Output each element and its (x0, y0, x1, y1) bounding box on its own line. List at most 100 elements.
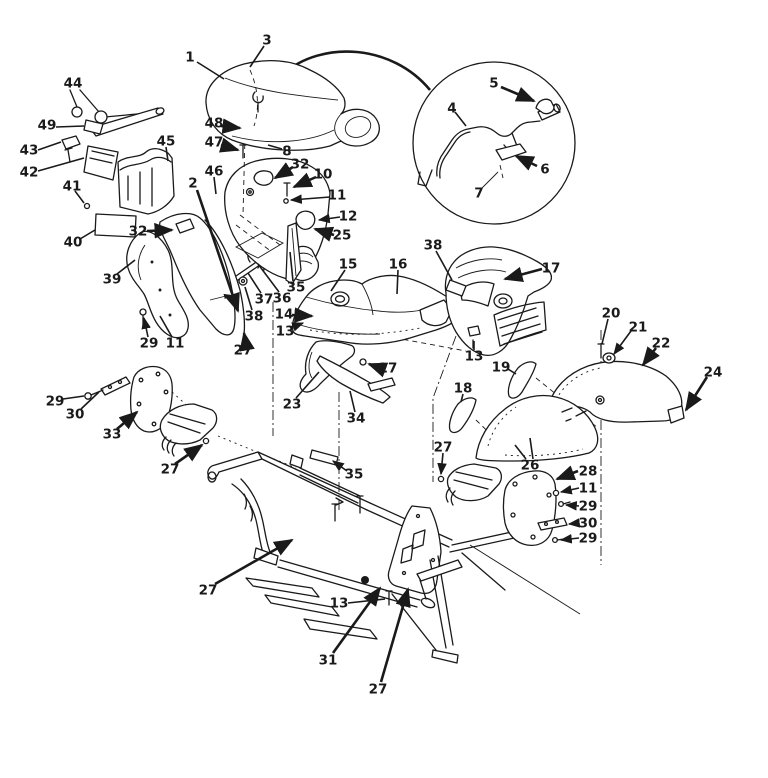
callout-36: 36 (273, 291, 292, 307)
callout-25: 25 (333, 228, 352, 244)
callout-37: 37 (255, 292, 274, 308)
filler-cap (331, 292, 349, 306)
callout-13: 13 (330, 596, 349, 612)
callout-49: 49 (38, 118, 57, 134)
washer-38 (239, 277, 247, 285)
callout-28: 28 (579, 464, 598, 480)
callout-11: 11 (579, 481, 598, 497)
callout-8: 8 (282, 144, 291, 160)
callout-42: 42 (20, 165, 39, 181)
callout-44: 44 (64, 76, 83, 92)
callout-43: 43 (20, 143, 39, 159)
leader-lines (38, 46, 707, 682)
rear-fender-group (449, 344, 684, 461)
bolt-11 (553, 490, 558, 495)
screw-29 (85, 393, 91, 399)
cab-panel-group (420, 247, 551, 355)
callout-45: 45 (157, 134, 176, 150)
latch-5 (536, 99, 554, 113)
bracket-43 (62, 136, 80, 149)
callout-17: 17 (542, 261, 561, 277)
callout-29: 29 (46, 394, 65, 410)
sticker-12 (296, 211, 315, 229)
callout-20: 20 (602, 306, 621, 322)
callout-19: 19 (492, 360, 511, 376)
tank-cover-16 (293, 275, 461, 344)
callout-5: 5 (489, 76, 498, 92)
callout-30: 30 (579, 516, 598, 532)
plate-49 (84, 120, 103, 134)
inner-fender-39 (127, 231, 189, 337)
flag-38 (446, 280, 466, 296)
callout-31: 31 (319, 653, 338, 669)
flap-18 (449, 398, 476, 433)
callout-3: 3 (262, 33, 271, 49)
grommet (247, 189, 254, 196)
callout-11: 11 (166, 336, 185, 352)
callout-27: 27 (379, 361, 398, 377)
washer-21 (603, 353, 615, 363)
callout-18: 18 (454, 381, 473, 397)
callout-15: 15 (339, 257, 358, 273)
seat-group (206, 52, 430, 151)
callout-33: 33 (103, 427, 122, 443)
clip-13b (468, 326, 480, 336)
screw-11 (284, 199, 288, 203)
callout-23: 23 (283, 397, 302, 413)
callout-34: 34 (347, 411, 366, 427)
bolt-20 (598, 344, 604, 358)
rivet-41 (85, 204, 90, 209)
callout-35: 35 (287, 280, 306, 296)
callout-32: 32 (129, 224, 148, 240)
bracket-24 (668, 406, 684, 423)
callout-1: 1 (185, 50, 194, 66)
seat-cable (283, 52, 430, 90)
callout-27: 27 (234, 343, 253, 359)
bolt-27 (438, 476, 443, 481)
callout-12: 12 (339, 209, 358, 225)
callout-16: 16 (389, 257, 408, 273)
seat (206, 61, 379, 151)
detail-inset (413, 62, 575, 224)
upper-left-parts (62, 90, 174, 237)
bracket-35a (286, 223, 301, 284)
bracket-35 (310, 450, 338, 465)
callout-14: 14 (275, 307, 294, 323)
callout-38: 38 (424, 238, 443, 254)
screw-47 (240, 145, 246, 158)
inset-circle (413, 62, 575, 224)
callout-7: 7 (474, 186, 483, 202)
callout-13: 13 (465, 349, 484, 365)
support-strut (90, 108, 163, 136)
pin-44b (95, 111, 107, 123)
callout-27: 27 (369, 682, 388, 698)
callout-13: 13 (276, 324, 295, 340)
callout-4: 4 (447, 101, 456, 117)
decal-32 (254, 171, 273, 185)
frame-bolt (361, 576, 369, 584)
heel-guard-group (300, 341, 395, 403)
plate-6 (496, 144, 526, 160)
washer (596, 396, 604, 404)
skid-plate-right (447, 464, 501, 501)
callout-27: 27 (434, 440, 453, 456)
bolt-27 (203, 438, 208, 443)
callout-6: 6 (540, 162, 549, 178)
pin-44a (72, 107, 82, 117)
bracket-strip-30 (538, 518, 567, 530)
callout-29: 29 (140, 336, 159, 352)
pin-10 (284, 183, 290, 196)
callout-22: 22 (652, 336, 671, 352)
bolt-27 (360, 359, 366, 365)
callout-27: 27 (199, 583, 218, 599)
callout-11: 11 (328, 188, 347, 204)
flap-19 (508, 362, 536, 398)
callout-29: 29 (579, 499, 598, 515)
callout-27: 27 (161, 462, 180, 478)
footpeg (368, 378, 395, 391)
footrest-skis (246, 578, 377, 639)
bolt-29 (140, 309, 146, 315)
right-mudflap-group (438, 464, 570, 545)
